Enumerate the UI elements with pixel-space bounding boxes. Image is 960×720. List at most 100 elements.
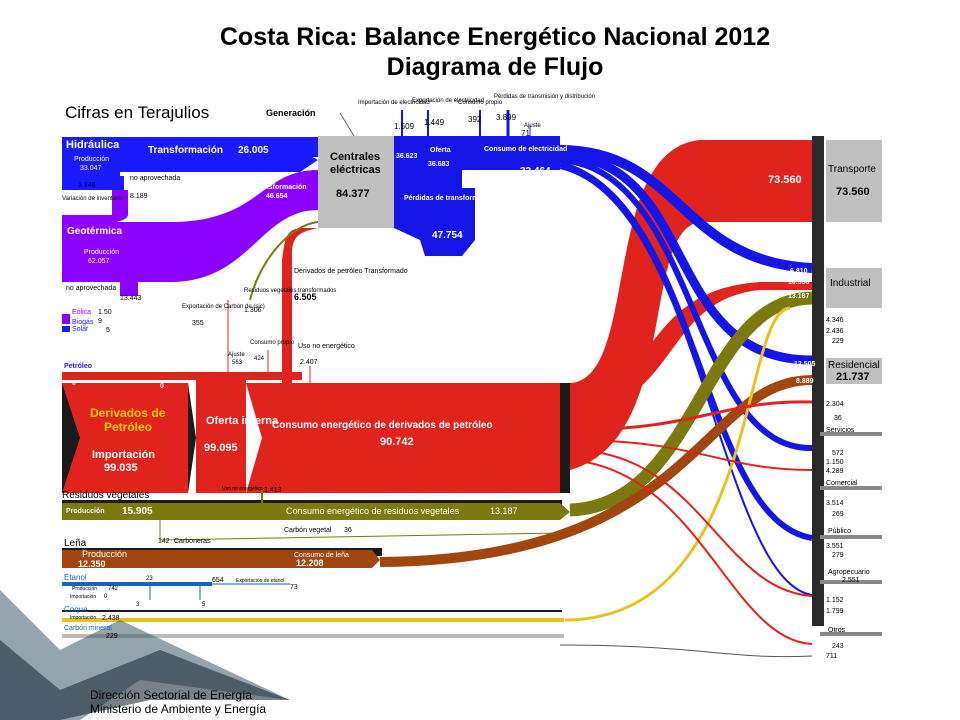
export-carb-value: 355 — [192, 320, 204, 327]
lena-to-residential — [379, 375, 813, 567]
coque-imp-label: Importación — [70, 615, 96, 621]
oferta-value: 36.683 — [428, 161, 450, 168]
perdidas-transf-value: 47.754 — [432, 230, 463, 241]
cons-propio-p-label: Consumo propio — [250, 340, 295, 346]
cons-propio-p-value: 424 — [254, 356, 265, 362]
etanol-prod-value: 742 — [108, 586, 119, 592]
etanol-noenerg-value: 73 — [290, 584, 298, 591]
consumo-res-label: Consumo energético de residuos vegetales — [286, 506, 460, 516]
agropecuario-label: Agropecuario — [828, 569, 870, 576]
residues-transformed-flow — [249, 221, 319, 301]
petro-out-value: 0 — [160, 383, 164, 390]
transporte-block — [826, 140, 882, 222]
consumo-res-value: 13.187 — [490, 506, 518, 516]
agro-value-1: 2.551 — [842, 577, 860, 584]
consumo-elec-label: Consumo de electricidad — [484, 146, 567, 153]
title-line-1: Costa Rica: Balance Energético Nacional … — [219, 23, 771, 51]
cons-propio-label: Consumo propio — [458, 100, 503, 106]
comercial-bar — [820, 486, 882, 490]
residuos-flow — [62, 503, 570, 520]
oferta-label: Oferta — [430, 147, 451, 154]
hidro-var-value: 1.146 — [78, 182, 96, 189]
etanol-imp-value: 0 — [104, 594, 108, 600]
etanol-label: Etanol — [64, 573, 87, 582]
pub-value-1: 3.551 — [826, 543, 844, 550]
derivados-transf-value: 6.505 — [294, 292, 317, 302]
otros-bar — [820, 632, 882, 636]
serv-value-2: 1.150 — [826, 459, 844, 466]
residuos-prod-value: 15.905 — [122, 506, 153, 517]
lena-label: Leña — [64, 538, 87, 549]
petro-to-residential — [569, 400, 813, 432]
export-carb-label: Exportación de Carbón de (sic) — [182, 304, 265, 310]
etanol-imp-label: Importación — [70, 594, 96, 600]
res-value-1: 2.304 — [826, 401, 844, 408]
consumo-der-block — [246, 383, 570, 493]
units-label: Cifras en Terajulios — [65, 103, 210, 122]
residuos-noenerg-value: 1.413 — [264, 487, 282, 494]
industrial-label: Industrial — [830, 278, 871, 289]
consumo-lena-value: 12.208 — [296, 558, 324, 568]
solar-label: Solar — [72, 326, 89, 333]
etanol-ajuste-value: 5 — [202, 602, 206, 608]
sector-divider-bar — [812, 136, 824, 626]
residuos-transf-label: Residuos vegetales transformados — [244, 288, 336, 294]
elec-to-public — [559, 161, 813, 541]
ind-value-1: 4.346 — [826, 317, 844, 324]
carbon-vegetal-label: Carbón vegetal — [284, 527, 332, 534]
comercial-label: Comercial — [826, 480, 858, 487]
ind-elec-value: 6.810 — [790, 268, 808, 275]
publico-label: Público — [828, 528, 851, 535]
coque-imp-value: 2.438 — [102, 615, 120, 622]
com-value-1: 3.514 — [826, 500, 844, 507]
uso-no-energ-label: Uso no energético — [298, 343, 355, 350]
residuos-prod-label: Producción — [66, 508, 105, 515]
coque-band — [62, 618, 564, 622]
centrales-label-1: Centrales — [330, 151, 380, 163]
ind-value-3: 229 — [832, 338, 844, 345]
exp-elec-value: 1.449 — [424, 118, 445, 127]
hydro-base — [62, 172, 120, 190]
consumo-lena-label: Consumo de leña — [294, 552, 349, 559]
centrales-block — [318, 136, 394, 228]
otros-value-2: 711 — [826, 653, 837, 660]
consumo-der-label: Consumo energético de derivados de petró… — [272, 420, 493, 431]
cons-propio-value: 392 — [468, 115, 482, 124]
biogas-label: Biogás — [72, 319, 94, 326]
geo-transf-label: Transformación — [254, 184, 307, 191]
ajuste-p-label: Ajuste — [228, 352, 245, 358]
consumo-elec-value: 32.464 — [520, 166, 551, 177]
centrales-value: 84.377 — [336, 188, 370, 200]
footer-line-1: Dirección Sectorial de Energía — [90, 688, 253, 702]
etanol-var-value: 3 — [136, 602, 140, 608]
residuos-transf-value: 1.306 — [244, 307, 262, 314]
etanol-23: 23 — [146, 576, 153, 582]
petro-to-services — [569, 439, 813, 471]
perdidas-transf-label: Pérdidas de transformación — [404, 195, 497, 202]
hidro-transf-value: 26.005 — [238, 145, 269, 156]
hidro-prod-value: 33.047 — [80, 165, 102, 172]
agro-value-3: 1.799 — [826, 608, 844, 615]
petroleo-label: Petróleo — [64, 363, 92, 370]
footer: Dirección Sectorial de Energía Ministeri… — [90, 688, 266, 716]
oferta-in-block — [394, 136, 420, 188]
petro-transformed-flow — [282, 228, 318, 384]
no-aprov-geo-label: no aprovechada — [66, 285, 116, 292]
derivados-block — [62, 383, 188, 493]
residuos-label: Residuos vegetales — [62, 490, 149, 501]
solar-value: 5 — [106, 327, 110, 334]
no-aprov-hidro-label: no aprovechada — [130, 175, 180, 182]
biogas-value: 9 — [98, 318, 102, 325]
carboneras-value: 142 — [158, 538, 170, 545]
agropecuario-bar — [820, 580, 882, 584]
publico-bar — [820, 535, 882, 539]
oferta-interna-label: Oferta interna — [206, 415, 279, 427]
transporte-label: Transporte — [828, 164, 876, 175]
residues-to-industry — [569, 291, 813, 517]
otros-value-1: 243 — [832, 643, 844, 650]
servicios-label: Servicios — [826, 427, 855, 434]
carbon-to-others — [559, 644, 813, 658]
carbon-band — [62, 634, 564, 638]
generacion-label: Generación — [266, 108, 316, 118]
